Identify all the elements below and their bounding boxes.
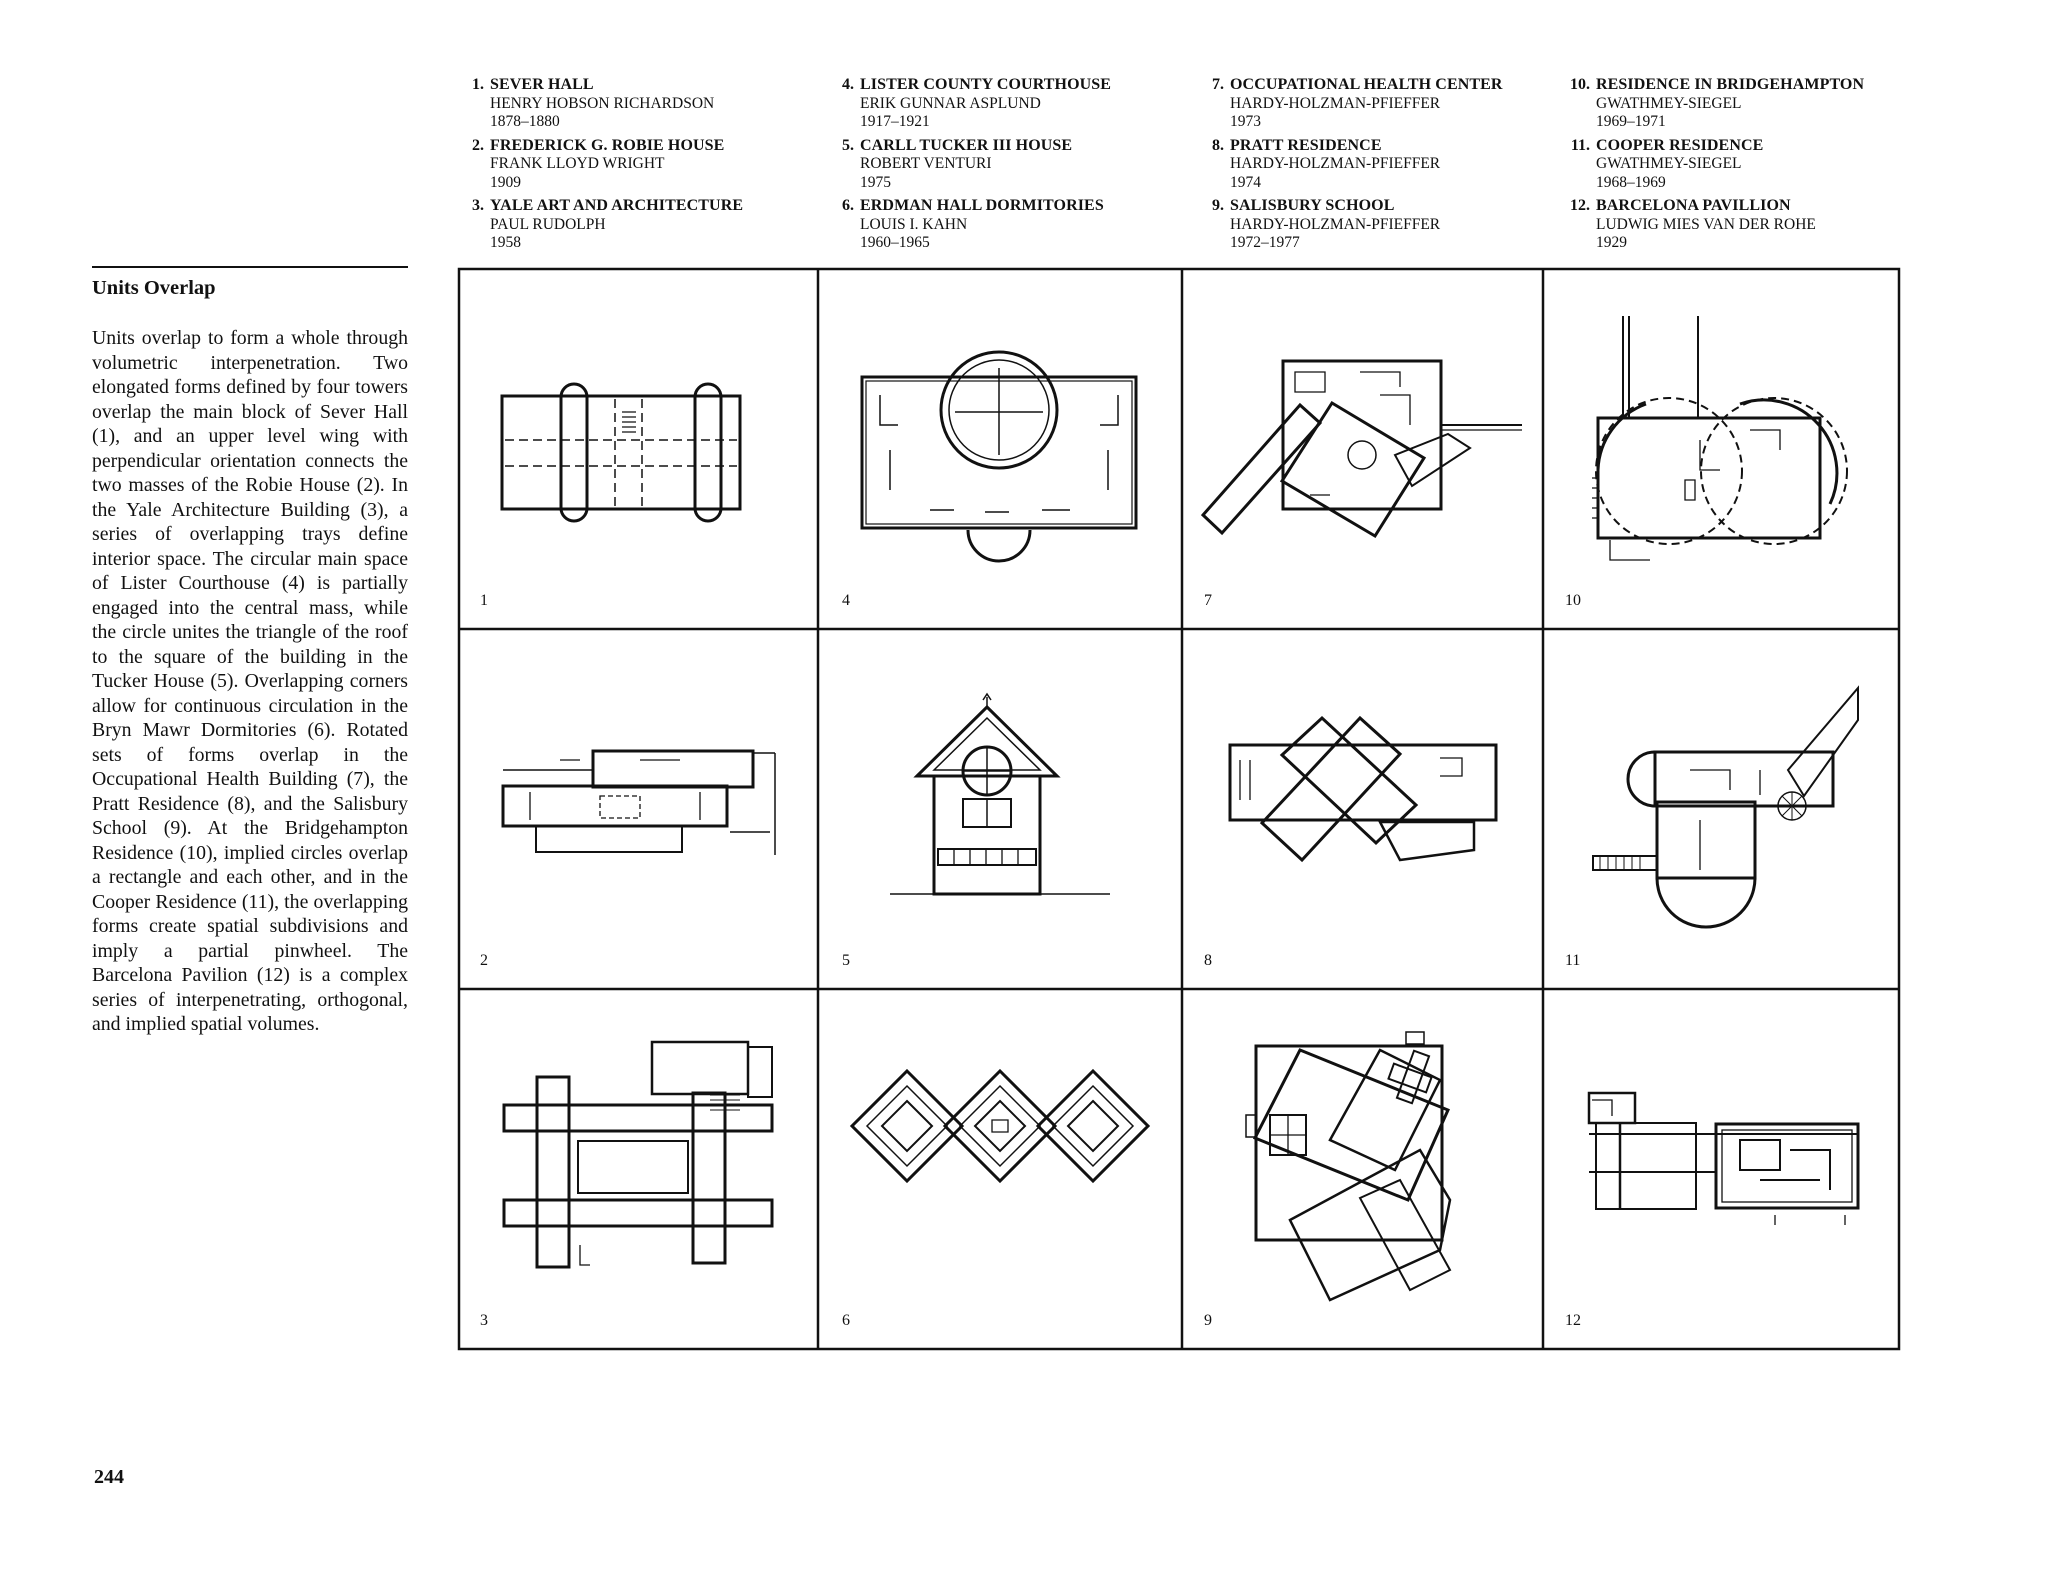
legend-title: LISTER COUNTY COURTHOUSE <box>860 76 1112 93</box>
legend-title: RESIDENCE IN BRIDGEHAMPTON <box>1596 76 1865 93</box>
legend-architect: GWATHMEY-SIEGEL <box>1596 155 1742 172</box>
grid-frame <box>457 267 1901 1351</box>
legend-years: 1974 <box>1230 173 1261 191</box>
plan-yale-art-architecture <box>502 1040 774 1269</box>
page-number: 244 <box>94 1466 124 1488</box>
legend-architect: HENRY HOBSON RICHARDSON <box>490 94 715 112</box>
legend-title: PRATT RESIDENCE <box>1230 136 1382 154</box>
cell-label: 9 <box>1204 1312 1212 1329</box>
cell-label: 12 <box>1565 1312 1581 1329</box>
legend-item: 10. RESIDENCE IN BRIDGEHAMPTON GWATHMEY-S… <box>1556 76 1916 132</box>
legend-years: 1909 <box>490 173 521 191</box>
legend-title: BARCELONA PAVILLION <box>1596 197 1791 214</box>
legend-title: COOPER RESIDENCE <box>1596 136 1764 154</box>
legend-years: 1975 <box>860 173 891 191</box>
cell-label: 7 <box>1204 592 1212 609</box>
legend-title: ERDMAN HALL DORMITORIES <box>860 197 1104 214</box>
legend-number: 1. <box>472 76 484 93</box>
legend-number: 11. <box>1570 136 1590 154</box>
legend-column-4: 10. RESIDENCE IN BRIDGEHAMPTON GWATHMEY-S… <box>1556 76 1916 258</box>
legend-number: 7. <box>1212 76 1224 93</box>
legend-number: 6. <box>842 197 854 214</box>
section-heading: Units Overlap <box>92 277 216 299</box>
legend-column-3: 7. OCCUPATIONAL HEALTH CENTER HARDY-HOLZM… <box>1198 76 1558 258</box>
legend-number: 8. <box>1212 136 1224 154</box>
legend-number: 12. <box>1570 197 1590 214</box>
legend-title: SALISBURY SCHOOL <box>1230 197 1395 214</box>
section-body-text: Units overlap to form a whole through vo… <box>92 327 408 1035</box>
legend-architect: LUDWIG MIES VAN DER ROHE <box>1596 215 1816 233</box>
legend-number: 10. <box>1570 76 1590 93</box>
legend-item: 4. LISTER COUNTY COURTHOUSE ERIK GUNNAR A… <box>828 76 1188 132</box>
legend-years: 1969–1971 <box>1596 113 1666 130</box>
cell-label: 3 <box>480 1312 488 1329</box>
legend-item: 8. PRATT RESIDENCE HARDY-HOLZMAN-PFIEFFER… <box>1198 137 1558 193</box>
plan-tucker-house <box>890 692 1110 896</box>
legend-years: 1972–1977 <box>1230 234 1300 251</box>
legend-years: 1878–1880 <box>490 113 560 130</box>
cell-label: 1 <box>480 592 488 609</box>
legend-architect: FRANK LLOYD WRIGHT <box>490 155 665 172</box>
plan-sever-hall <box>500 382 742 523</box>
legend-title: YALE ART AND ARCHITECTURE <box>490 197 744 214</box>
legend-architect: PAUL RUDOLPH <box>490 215 606 233</box>
plan-barcelona-pavilion <box>1587 1091 1860 1225</box>
cell-label: 6 <box>842 1312 850 1329</box>
legend-years: 1960–1965 <box>860 234 930 251</box>
legend-years: 1958 <box>490 234 521 251</box>
plan-salisbury-school <box>1245 1031 1452 1302</box>
legend-architect: HARDY-HOLZMAN-PFIEFFER <box>1230 215 1441 233</box>
legend-item: 3. YALE ART AND ARCHITECTURE PAUL RUDOLPH… <box>458 197 818 253</box>
legend-title: OCCUPATIONAL HEALTH CENTER <box>1230 76 1503 93</box>
plan-cooper-residence <box>1592 685 1859 929</box>
legend-title: CARLL TUCKER III HOUSE <box>860 136 1073 154</box>
plan-lister-courthouse <box>860 350 1138 563</box>
section-rule <box>92 266 408 268</box>
plan-bridgehampton <box>1592 316 1848 561</box>
legend-architect: LOUIS I. KAHN <box>860 215 968 233</box>
cell-label: 8 <box>1204 952 1212 969</box>
plan-erdman-hall <box>849 1068 1151 1184</box>
legend-column-2: 4. LISTER COUNTY COURTHOUSE ERIK GUNNAR A… <box>828 76 1188 258</box>
legend-architect: HARDY-HOLZMAN-PFIEFFER <box>1230 155 1441 172</box>
legend-number: 3. <box>472 197 484 214</box>
legend-title: SEVER HALL <box>490 76 594 93</box>
plan-robie-house <box>501 749 776 855</box>
legend-item: 12. BARCELONA PAVILLION LUDWIG MIES VAN D… <box>1556 197 1916 253</box>
legend-number: 2. <box>472 136 484 154</box>
legend-architect: HARDY-HOLZMAN-PFIEFFER <box>1230 94 1441 112</box>
legend-years: 1973 <box>1230 113 1261 130</box>
legend-architect: ROBERT VENTURI <box>860 155 992 172</box>
cell-label: 4 <box>842 592 850 609</box>
legend-number: 9. <box>1212 197 1224 214</box>
legend-architect: ERIK GUNNAR ASPLUND <box>860 94 1041 112</box>
cell-label: 11 <box>1565 952 1581 969</box>
plan-occupational-health <box>1200 359 1522 539</box>
legend-years: 1917–1921 <box>860 113 930 130</box>
legend-architect: GWATHMEY-SIEGEL <box>1596 94 1742 112</box>
cell-label: 2 <box>480 952 488 969</box>
legend-item: 7. OCCUPATIONAL HEALTH CENTER HARDY-HOLZM… <box>1198 76 1558 132</box>
legend-number: 4. <box>842 76 854 93</box>
legend-item: 9. SALISBURY SCHOOL HARDY-HOLZMAN-PFIEFFE… <box>1198 197 1558 253</box>
cell-label: 10 <box>1565 592 1581 609</box>
legend-years: 1968–1969 <box>1596 173 1666 191</box>
legend-number: 5. <box>842 136 854 154</box>
cell-label: 5 <box>842 952 850 969</box>
legend-item: 2. FREDERICK G. ROBIE HOUSE FRANK LLOYD W… <box>458 137 818 193</box>
legend-years: 1929 <box>1596 234 1627 251</box>
legend-title: FREDERICK G. ROBIE HOUSE <box>490 136 725 154</box>
plan-pratt-residence <box>1228 715 1498 863</box>
